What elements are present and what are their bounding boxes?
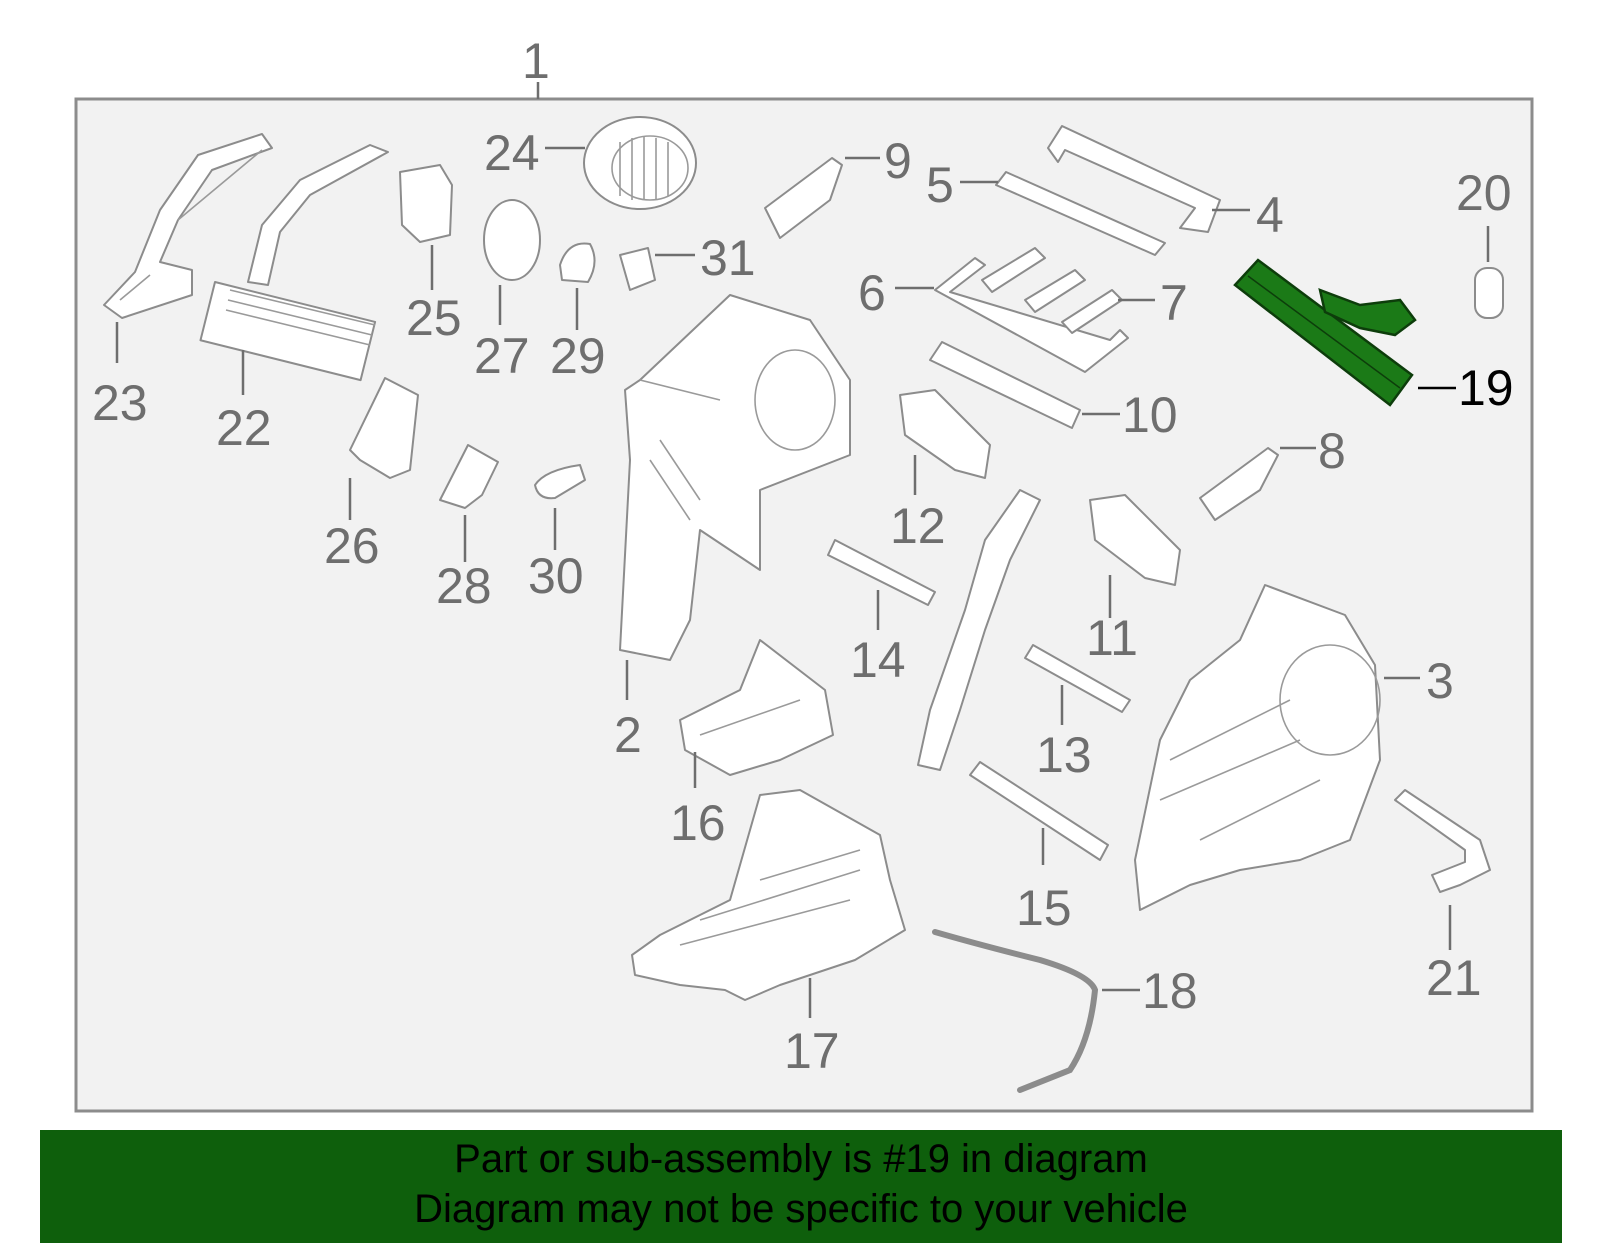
part-21[interactable] [1394,789,1491,893]
callout-18[interactable]: 18 [1142,963,1198,1019]
part-10[interactable] [929,341,1081,429]
callout-27[interactable]: 27 [474,328,530,384]
callout-21[interactable]: 21 [1426,950,1482,1006]
part-7[interactable] [981,247,1123,334]
part-13[interactable] [1024,644,1131,713]
callout-30[interactable]: 30 [528,548,584,604]
callout-22[interactable]: 22 [216,400,272,456]
callout-20[interactable]: 20 [1456,165,1512,221]
part-30[interactable] [534,464,586,500]
callout-4[interactable]: 4 [1256,187,1284,243]
callout-26[interactable]: 26 [324,518,380,574]
callout-1[interactable]: 1 [522,33,550,89]
part-25[interactable] [399,164,453,243]
part-6[interactable] [934,257,1129,373]
part-9[interactable] [764,157,843,239]
info-banner: Part or sub-assembly is #19 in diagram D… [40,1130,1562,1243]
callout-7[interactable]: 7 [1160,275,1188,331]
part-24[interactable] [583,116,697,210]
part-11[interactable] [1089,494,1181,586]
callout-19[interactable]: 19 [1458,360,1514,416]
callout-11[interactable]: 11 [1086,610,1138,666]
part-seal-strip [917,489,1041,771]
part-16[interactable] [679,639,834,776]
callout-10[interactable]: 10 [1122,387,1178,443]
callout-5[interactable]: 5 [926,157,954,213]
callout-9[interactable]: 9 [884,133,912,189]
part-5[interactable] [995,171,1166,256]
callout-14[interactable]: 14 [850,632,906,688]
callout-15[interactable]: 15 [1016,880,1072,936]
part-17[interactable] [631,789,906,1001]
part-4[interactable] [1047,125,1221,233]
part-23[interactable] [103,133,273,319]
part-15[interactable] [969,761,1109,861]
callout-16[interactable]: 16 [670,795,726,851]
banner-line-2: Diagram may not be specific to your vehi… [414,1187,1188,1231]
callout-12[interactable]: 12 [890,498,946,554]
part-2[interactable] [619,294,851,661]
banner-line-1: Part or sub-assembly is #19 in diagram [454,1137,1148,1181]
callout-28[interactable]: 28 [436,558,492,614]
part-27[interactable] [483,199,541,281]
part-8[interactable] [1199,447,1279,521]
part-19-highlighted[interactable] [1233,258,1417,407]
part-26[interactable] [349,377,419,479]
part-18[interactable] [932,929,1099,1093]
callout-2[interactable]: 2 [614,707,642,763]
part-28[interactable] [439,444,499,509]
part-22[interactable] [199,144,389,382]
callout-13[interactable]: 13 [1036,727,1092,783]
part-3[interactable] [1134,584,1381,911]
callout-17[interactable]: 17 [784,1023,840,1079]
part-12[interactable] [899,389,991,479]
callout-24[interactable]: 24 [484,125,540,181]
callout-8[interactable]: 8 [1318,423,1346,479]
part-31[interactable] [619,247,656,291]
callout-23[interactable]: 23 [92,375,148,431]
part-20[interactable] [1474,267,1504,319]
callout-29[interactable]: 29 [550,328,606,384]
callout-3[interactable]: 3 [1426,653,1454,709]
part-14[interactable] [827,539,936,606]
callout-31[interactable]: 31 [700,230,756,286]
callout-25[interactable]: 25 [406,290,462,346]
callout-6[interactable]: 6 [858,265,886,321]
part-29[interactable] [559,242,596,283]
